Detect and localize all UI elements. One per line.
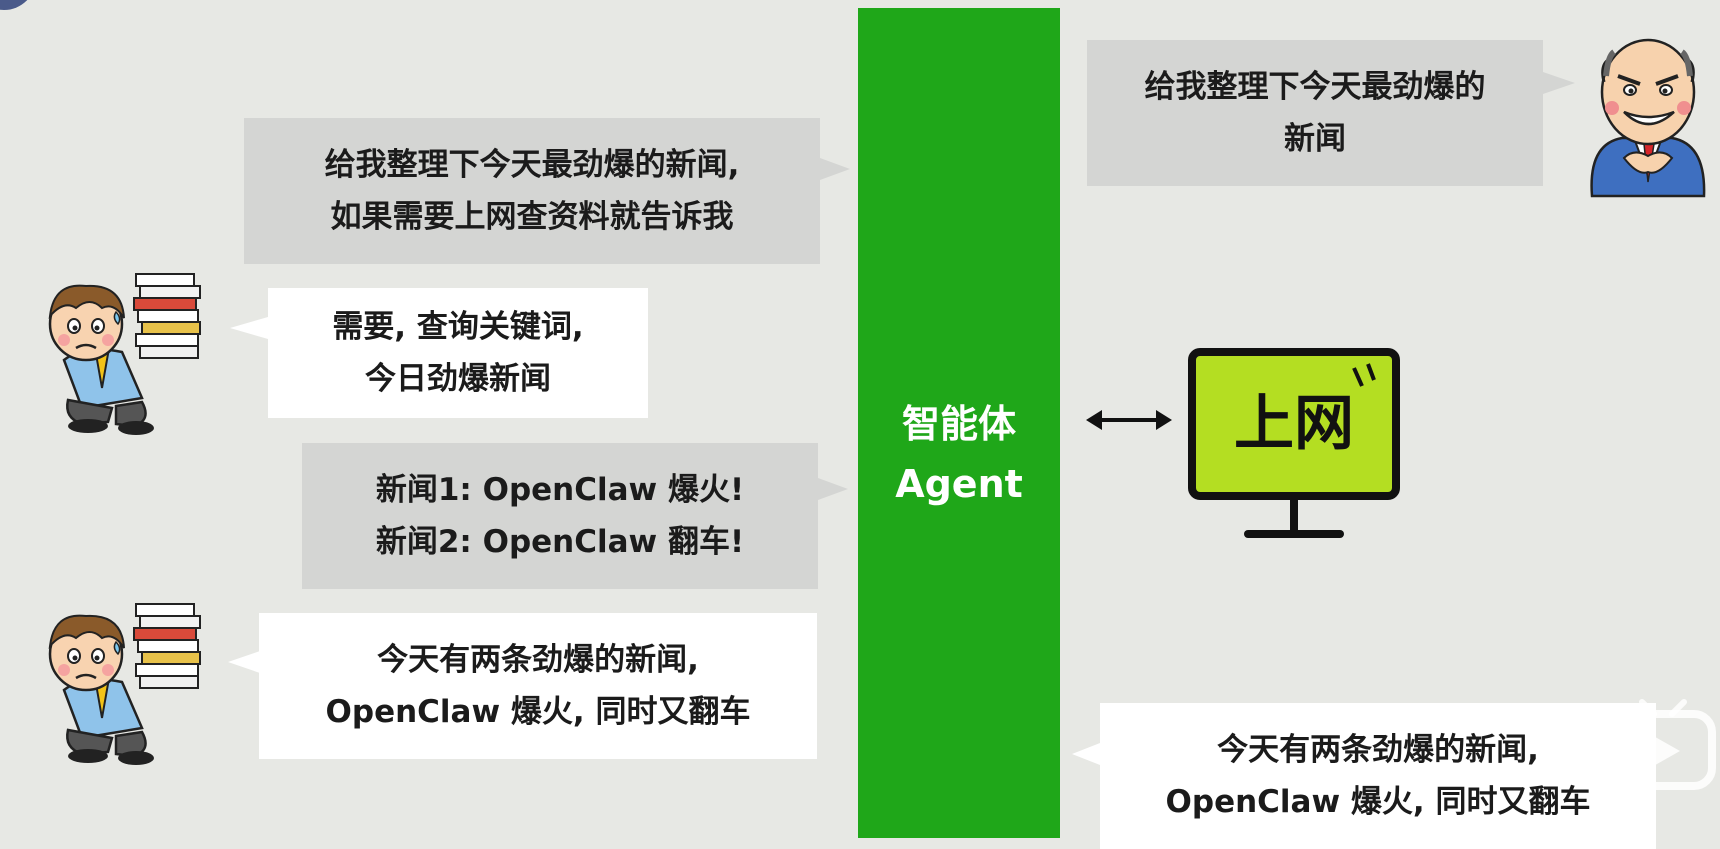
- boss-request-tail: [1543, 72, 1575, 94]
- search-result-line-2: 新闻2: OpenClaw 翻车!: [375, 524, 745, 560]
- search-result-line-1: 新闻1: OpenClaw 爆火!: [375, 472, 745, 508]
- agent-request-line-2: 如果需要上网查资料就告诉我: [330, 199, 734, 235]
- final-answer-line-1: 今天有两条劲爆的新闻,: [1217, 732, 1539, 768]
- agent-request-tail: [820, 158, 850, 180]
- agent-request-bubble: 给我整理下今天最劲爆的新闻, 如果需要上网查资料就告诉我: [244, 118, 820, 264]
- llm-summary-bubble: 今天有两条劲爆的新闻, OpenClaw 爆火, 同时又翻车: [259, 613, 817, 759]
- llm-summary-line-2: OpenClaw 爆火, 同时又翻车: [325, 694, 751, 730]
- final-answer-line-2: OpenClaw 爆火, 同时又翻车: [1165, 784, 1591, 820]
- search-results-tail: [818, 478, 848, 500]
- double-arrow-icon: [1086, 410, 1172, 430]
- boss-icon: [1590, 38, 1706, 198]
- llm-summary-line-1: 今天有两条劲爆的新闻,: [377, 642, 699, 678]
- agent-name-en: Agent: [895, 462, 1023, 506]
- search-results-bubble: 新闻1: OpenClaw 爆火! 新闻2: OpenClaw 翻车!: [302, 443, 818, 589]
- llm-search-reply-line-1: 需要, 查询关键词,: [332, 309, 584, 345]
- final-answer-tail: [1072, 743, 1100, 765]
- monitor-icon: 上网: [1188, 348, 1400, 538]
- llm-search-reply-tail: [230, 317, 268, 339]
- video-play-logo-icon: [1608, 699, 1716, 790]
- final-answer-bubble: 今天有两条劲爆的新闻, OpenClaw 爆火, 同时又翻车: [1100, 703, 1656, 849]
- boss-request-line-2: 新闻: [1284, 121, 1346, 157]
- llm-search-reply-line-2: 今日劲爆新闻: [365, 361, 551, 397]
- llm-summary-tail: [228, 651, 260, 673]
- tired-worker-icon: [48, 273, 201, 435]
- boss-request-bubble: 给我整理下今天最劲爆的 新闻: [1087, 40, 1543, 186]
- monitor-screen-text: 上网: [1234, 389, 1354, 459]
- boss-request-line-1: 给我整理下今天最劲爆的: [1144, 69, 1486, 105]
- agent-column: 智能体 Agent: [858, 8, 1060, 838]
- llm-search-reply-bubble: 需要, 查询关键词, 今日劲爆新闻: [268, 288, 648, 418]
- corner-logo-fragment: [0, 0, 36, 10]
- agent-name-cn: 智能体: [901, 402, 1016, 446]
- agent-request-line-1: 给我整理下今天最劲爆的新闻,: [324, 147, 740, 183]
- tired-worker-icon: [48, 603, 201, 765]
